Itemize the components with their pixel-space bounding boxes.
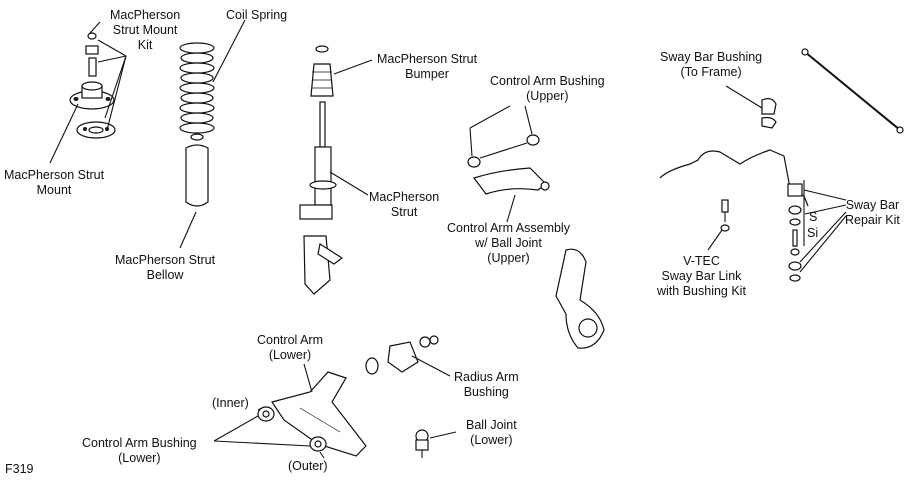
coil-spring (179, 42, 215, 134)
label-line: Radius Arm (454, 370, 519, 384)
label-line: Mount (36, 183, 72, 197)
label-line: (Lower) (470, 433, 513, 447)
lower-control-arm (271, 371, 367, 457)
ball-joint-leader (429, 431, 457, 439)
radius-arm-bushing-parts (365, 335, 439, 375)
label-line: (Upper) (526, 89, 569, 103)
label-line: MacPherson Strut (377, 52, 478, 66)
label-line: Kit (137, 38, 153, 52)
label-line: Si (807, 226, 819, 240)
strut-leader (329, 171, 369, 196)
label-control-arm-bushing-upper: Control Arm Bushing (Upper) (490, 74, 605, 104)
label-line: (Upper) (487, 251, 530, 265)
label-sway-bar-bushing: Sway Bar Bushing (To Frame) (660, 50, 762, 80)
label-coil-spring: Coil Spring (226, 8, 287, 23)
label-line: S (809, 210, 818, 224)
lower-control-arm-bushing-inner (257, 406, 275, 422)
label-radius-arm-bushing: Radius Arm Bushing (454, 370, 519, 400)
label-strut-mount: MacPherson Strut Mount (4, 168, 104, 198)
label-control-arm-bushing-lower: Control Arm Bushing (Lower) (82, 436, 197, 466)
label-sway-bar-repair-kit: Sway Bar Repair Kit (845, 198, 900, 228)
label-strut-bellow: MacPherson Strut Bellow (115, 253, 215, 283)
label-strut-bumper: MacPherson Strut Bumper (377, 52, 477, 82)
label-line: Sway Bar Bushing (660, 50, 763, 64)
strut-bellow-leader (179, 211, 197, 249)
label-line: Control Arm Bushing (82, 436, 197, 450)
label-line: (Outer) (288, 459, 328, 473)
label-inner: (Inner) (212, 396, 249, 411)
label-line: Coil Spring (226, 8, 288, 22)
figure-code: F319 (5, 462, 34, 477)
label-line: Bumper (405, 67, 449, 81)
label-line: Ball Joint (466, 418, 517, 432)
coil-spring-leader (212, 19, 246, 83)
label-line: MacPherson Strut (4, 168, 105, 182)
label-vtec-sway-bar-link-kit: V-TEC Sway Bar Link with Bushing Kit (657, 254, 746, 299)
vtec-sway-bar-link (720, 199, 730, 232)
label-line: (To Frame) (680, 65, 742, 79)
upper-control-arm-bushings (467, 134, 540, 168)
label-line: Sway Bar Link (661, 269, 742, 283)
lower-control-arm-leader-lines (213, 363, 325, 459)
sway-bar-bushing-parts (761, 98, 777, 129)
label-line: Strut Mount (112, 23, 178, 37)
lower-control-arm-bushing-outer (309, 436, 327, 452)
label-line: Control Arm Assembly (447, 221, 570, 235)
label-line: with Bushing Kit (657, 284, 746, 298)
label-line: MacPherson (110, 8, 181, 22)
label-line: MacPherson Strut (115, 253, 216, 267)
lower-ball-joint (415, 429, 429, 458)
label-strut-mount-kit: MacPherson Strut Mount Kit (110, 8, 180, 53)
label-control-arm-lower: Control Arm (Lower) (257, 333, 323, 363)
radius-arm-bushing-leader (411, 355, 451, 377)
sway-bar (659, 149, 809, 207)
label-line: MacPherson (369, 190, 440, 204)
sway-bar-repair-kit-leader-lines (799, 189, 847, 273)
label-line: Bushing (463, 385, 509, 399)
strut-mount-kit-leader-lines (49, 21, 127, 164)
label-control-arm-assembly-upper: Control Arm Assembly w/ Ball Joint (Uppe… (447, 221, 570, 266)
strut-mount-kit-parts (69, 32, 116, 139)
label-line: w/ Ball Joint (475, 236, 542, 250)
label-line: Sway Bar (845, 198, 900, 212)
label-line: (Inner) (212, 396, 249, 410)
figure-code-text: F319 (5, 462, 34, 476)
strut-bumper (310, 45, 334, 97)
sway-bar-repair-kit-parts (787, 183, 803, 282)
label-line: Strut (390, 205, 418, 219)
strut (299, 101, 344, 295)
label-strut: MacPherson Strut (369, 190, 439, 220)
label-s: S (809, 210, 817, 225)
label-line: Repair Kit (845, 213, 900, 227)
steering-knuckle (555, 248, 605, 349)
label-line: (Lower) (268, 348, 312, 362)
label-line: V-TEC (683, 254, 720, 268)
sway-bar-link-upper-right (801, 48, 904, 134)
label-ball-joint-lower: Ball Joint (Lower) (466, 418, 517, 448)
label-si: Si (807, 226, 818, 241)
sway-bar-bushing-leader (725, 85, 763, 109)
strut-bellow (185, 133, 209, 207)
strut-bumper-leader (333, 59, 373, 75)
label-line: Bellow (146, 268, 184, 282)
label-line: Control Arm (257, 333, 323, 347)
label-outer: (Outer) (288, 459, 328, 474)
upper-control-arm-leader-lines (469, 105, 533, 223)
label-line: (Lower) (118, 451, 161, 465)
label-line: Control Arm Bushing (490, 74, 605, 88)
vtec-link-leader (707, 229, 723, 251)
upper-control-arm-assembly (473, 167, 550, 195)
